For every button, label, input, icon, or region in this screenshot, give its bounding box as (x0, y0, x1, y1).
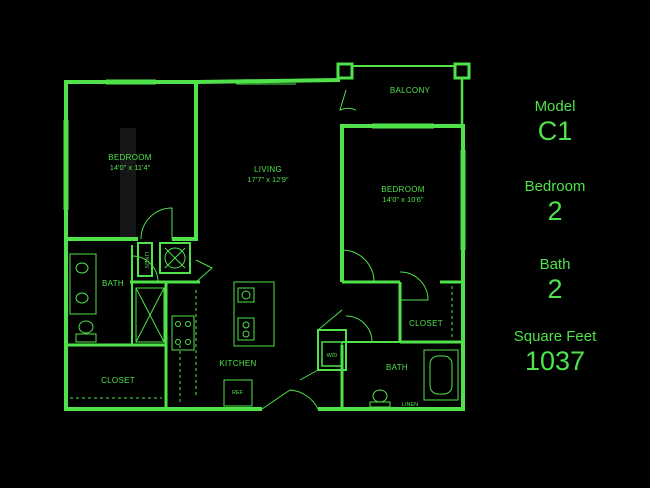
closet1-label: CLOSET (101, 376, 135, 385)
bedroom1-label: BEDROOM (108, 153, 151, 162)
door-swings (131, 89, 429, 410)
bedroom2-dims: 14'0" x 10'6" (382, 195, 423, 204)
model-label: Model (534, 98, 576, 115)
ref-label: REF. (232, 390, 244, 396)
bath-count-label: Bath (539, 256, 571, 273)
kitchen-label: KITCHEN (219, 359, 256, 368)
bath1-label: BATH (102, 279, 124, 288)
windows (63, 79, 466, 250)
bedroom-shadow (120, 128, 136, 238)
bedroom-info: Bedroom 2 (500, 178, 610, 227)
linen2-label: LINEN (402, 402, 418, 408)
model-value: C1 (537, 116, 573, 146)
closet2-label: CLOSET (409, 319, 443, 328)
sqft-value: 1037 (524, 346, 586, 376)
unit-info-panel: Model C1 (500, 98, 610, 147)
bedroom-count-label: Bedroom (524, 178, 586, 195)
living-label: LIVING (254, 165, 282, 174)
bath-info: Bath 2 (500, 256, 610, 305)
bedroom-count-value: 2 (547, 196, 563, 226)
bath2-label: BATH (386, 363, 408, 372)
bath-count-value: 2 (547, 274, 563, 304)
linen1-label: LINEN (143, 252, 149, 268)
interior-walls (66, 62, 471, 409)
bedroom1-dims: 14'0" x 11'4" (110, 163, 151, 172)
balcony-label: BALCONY (390, 86, 431, 95)
fixtures (69, 247, 459, 408)
bedroom2-label: BEDROOM (381, 185, 424, 194)
sqft-info: Square Feet 1037 (495, 328, 615, 377)
sqft-label: Square Feet (513, 328, 597, 345)
wd-label: W/D (327, 353, 338, 359)
living-dims: 17'7" x 12'9" (247, 175, 288, 184)
